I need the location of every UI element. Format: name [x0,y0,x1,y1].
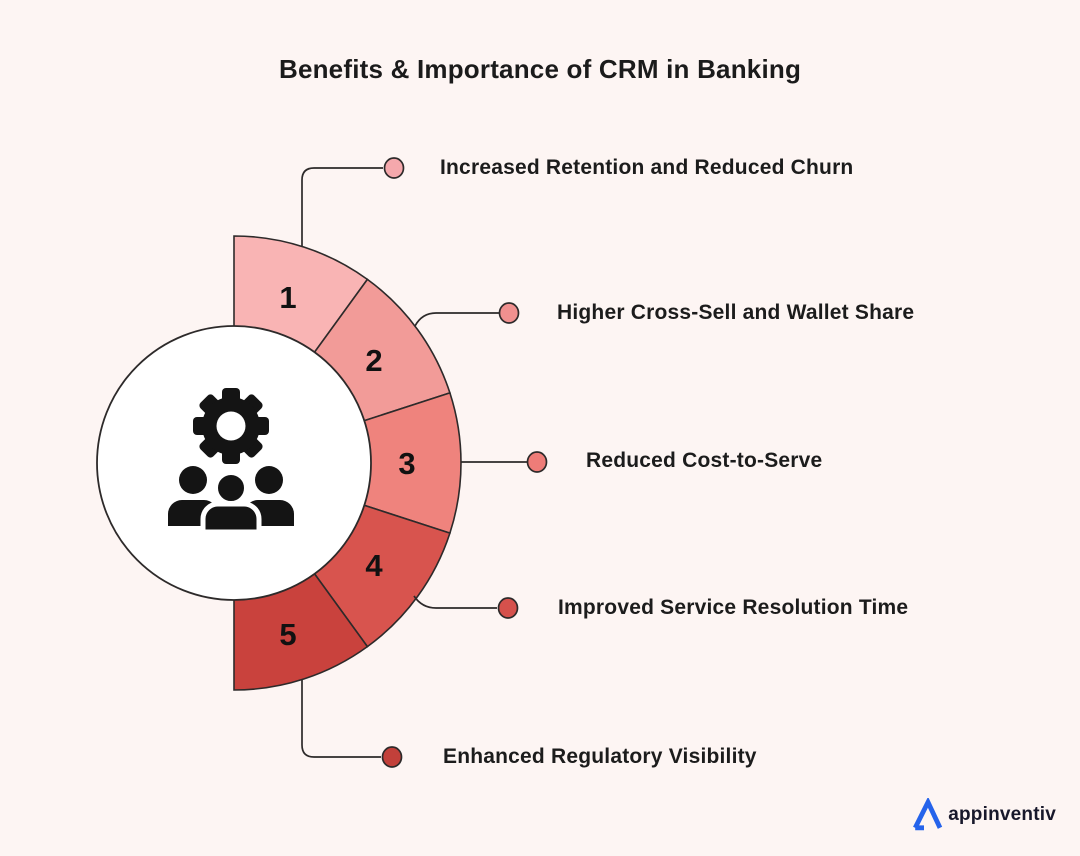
connector-lines [301,167,527,758]
connector-dot-3 [526,451,548,473]
team-icon [168,466,294,535]
segment-1-number: 1 [279,280,296,315]
benefit-label-1: Increased Retention and Reduced Churn [440,156,854,179]
segment-2-number: 2 [365,343,382,378]
segment-4-number: 4 [365,548,383,583]
segment-5-number: 5 [279,617,296,652]
brand-logo: appinventiv [912,798,1056,832]
connector-line-1 [301,167,383,247]
connector-line-2 [414,312,499,327]
segment-3-number: 3 [398,446,415,481]
connector-dots [381,157,548,768]
connector-dot-4 [497,597,519,619]
benefit-label-3: Reduced Cost-to-Serve [586,449,823,472]
segment-numbers: 1 2 3 4 5 [279,280,415,652]
connector-dot-1 [383,157,405,179]
connector-line-5 [301,679,381,758]
connector-line-4 [413,595,497,609]
connector-dot-5 [381,746,403,768]
appinventiv-mark-icon [913,798,943,831]
gear-and-team-icon [168,388,294,535]
gear-icon [193,388,269,464]
benefit-label-4: Improved Service Resolution Time [558,596,909,619]
page-title: Benefits & Importance of CRM in Banking [278,54,802,84]
benefit-label-2: Higher Cross-Sell and Wallet Share [557,301,915,324]
brand-logo-text: appinventiv [948,804,1056,825]
benefit-label-5: Enhanced Regulatory Visibility [443,745,757,768]
connector-dot-2 [498,302,520,324]
